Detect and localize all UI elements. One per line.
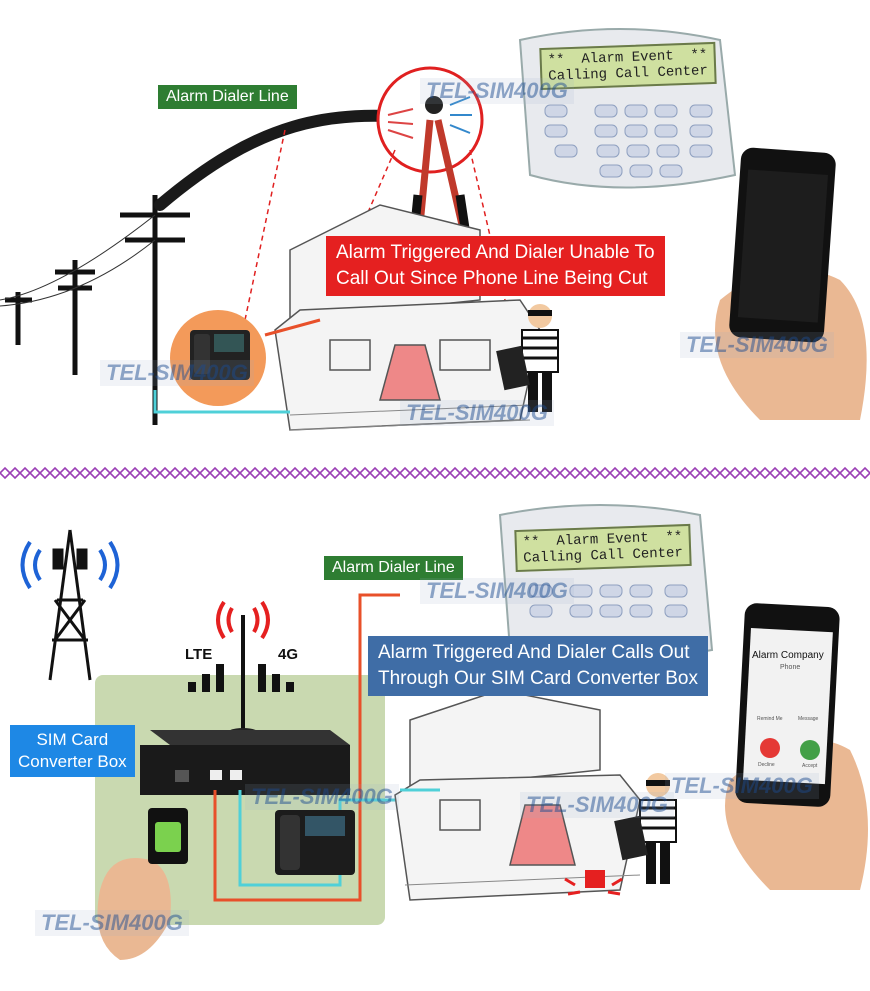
sim-box-line2: Converter Box: [18, 752, 127, 771]
sim-converter-box-icon: [140, 730, 350, 795]
bottom-keypad-display: ** Alarm Event ** Calling Call Center: [514, 523, 692, 573]
sim-card-icon: [148, 808, 188, 864]
watermark: TEL-SIM400G: [420, 78, 574, 104]
burglar-icon: [496, 304, 559, 412]
watermark: TEL-SIM400G: [100, 360, 254, 386]
bottom-alarm-dialer-label: Alarm Dialer Line: [324, 556, 463, 580]
watermark: TEL-SIM400G: [245, 784, 399, 810]
signal-wave-icon: [20, 540, 120, 590]
antenna-signal-icon: [216, 600, 270, 640]
bottom-banner-line1: Alarm Triggered And Dialer Calls Out: [378, 642, 690, 663]
watermark: TEL-SIM400G: [420, 578, 574, 604]
bottom-status-banner: Alarm Triggered And Dialer Calls Out Thr…: [368, 636, 708, 696]
remind-me-label: Remind Me: [757, 716, 783, 722]
signal-bars-icon: [188, 664, 294, 692]
watermark: TEL-SIM400G: [665, 773, 819, 799]
power-pole-icon: [5, 195, 190, 425]
burglar-icon: [614, 773, 677, 884]
watermark: TEL-SIM400G: [520, 792, 674, 818]
top-banner-line2: Call Out Since Phone Line Being Cut: [336, 268, 648, 289]
bottom-banner-line2: Through Our SIM Card Converter Box: [378, 668, 698, 689]
smartphone-icon: [735, 603, 840, 807]
watermark: TEL-SIM400G: [400, 400, 554, 426]
section-divider: [0, 466, 870, 480]
desk-phone-icon: [275, 810, 355, 875]
accept-button[interactable]: Accept: [802, 763, 818, 769]
message-label: Message: [798, 716, 819, 722]
top-alarm-dialer-label: Alarm Dialer Line: [158, 85, 297, 109]
watermark: TEL-SIM400G: [35, 910, 189, 936]
sim-box-line1: SIM Card: [36, 730, 109, 749]
desk-phone-icon: [190, 330, 250, 380]
hand-icon: [97, 858, 171, 960]
cell-tower-icon: [48, 529, 92, 681]
alarm-flash-icon: [564, 877, 623, 896]
4g-label: 4G: [278, 646, 299, 663]
top-banner-line1: Alarm Triggered And Dialer Unable To: [336, 242, 655, 263]
lte-label: LTE: [185, 646, 213, 663]
incoming-caller-name: Alarm Company: [752, 650, 824, 661]
decline-button[interactable]: Decline: [758, 762, 775, 768]
house-icon: [394, 689, 641, 901]
smartphone-icon: [729, 147, 836, 343]
top-status-banner: Alarm Triggered And Dialer Unable To Cal…: [326, 236, 665, 296]
sim-converter-box-label: SIM Card Converter Box: [10, 725, 135, 777]
watermark: TEL-SIM400G: [680, 332, 834, 358]
incoming-caller-sub: Phone: [780, 664, 801, 671]
top-scene: [0, 28, 867, 431]
